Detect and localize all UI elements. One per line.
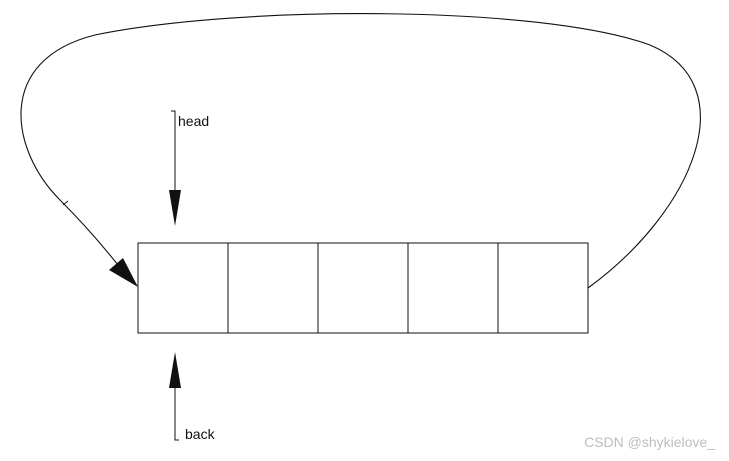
back-label: back <box>185 426 216 442</box>
wraparound-arc <box>20 13 701 289</box>
head-label: head <box>178 113 209 129</box>
back-pointer-bracket <box>174 388 179 441</box>
buffer-cell-3 <box>317 242 409 334</box>
buffer-cell-2 <box>227 242 319 334</box>
head-pointer-bracket <box>171 110 176 190</box>
arc-tick-mark <box>62 200 69 206</box>
csdn-watermark: CSDN @shykielove_ <box>584 434 715 450</box>
back-pointer-arrowhead <box>169 352 181 388</box>
buffer-cells <box>137 242 589 334</box>
head-pointer: head <box>169 110 209 226</box>
buffer-cell-5 <box>497 242 589 334</box>
buffer-cell-4 <box>407 242 499 334</box>
buffer-cell-1 <box>137 242 229 334</box>
wraparound-arrowhead <box>109 258 138 287</box>
back-pointer: back <box>169 352 216 442</box>
head-pointer-arrowhead <box>169 190 181 226</box>
